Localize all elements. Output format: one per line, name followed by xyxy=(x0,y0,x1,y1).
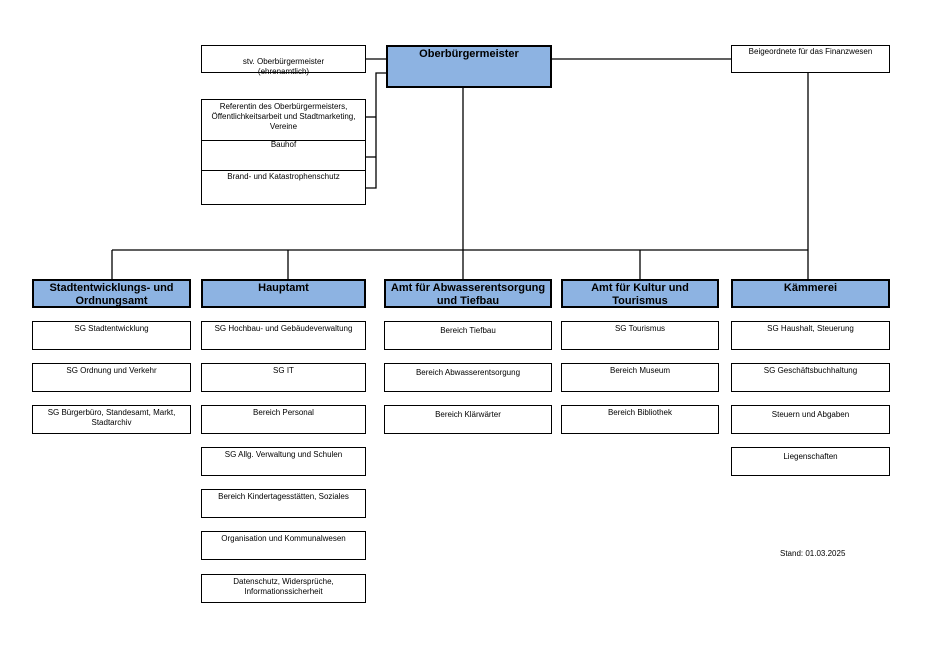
staff-divider-2 xyxy=(202,170,365,171)
finance-deputy-label: Beigeordnete für das Finanzwesen xyxy=(748,47,873,56)
stand-date: Stand: 01.03.2025 xyxy=(780,549,846,558)
unit-label: SG Ordnung und Verkehr xyxy=(66,366,157,375)
unit-label: SG Geschäftsbuchhaltung xyxy=(763,366,858,375)
finance-deputy-box: Beigeordnete für das Finanzwesen xyxy=(731,45,890,73)
unit-label: Steuern und Abgaben xyxy=(771,410,850,419)
dept-header-stadtentwicklung: Stadtentwicklungs- und Ordnungsamt xyxy=(32,279,191,308)
unit-box: SG Allg. Verwaltung und Schulen xyxy=(201,447,366,476)
unit-box: SG IT xyxy=(201,363,366,392)
unit-box: SG Tourismus xyxy=(561,321,719,350)
unit-box: SG Hochbau- und Gebäudeverwaltung xyxy=(201,321,366,350)
unit-label: SG Tourismus xyxy=(614,324,666,333)
unit-label: SG IT xyxy=(273,366,294,375)
unit-label: Bereich Bibliothek xyxy=(607,408,673,417)
unit-box: Liegenschaften xyxy=(731,447,890,476)
staff-unit-referentin: Referentin des Oberbürgermeisters, Öffen… xyxy=(202,102,365,132)
unit-label: Bereich Kindertagesstätten, Soziales xyxy=(218,492,349,501)
unit-label: Bereich Klärwärter xyxy=(435,410,501,419)
dept-header-label: Hauptamt xyxy=(258,282,309,294)
unit-label: SG Haushalt, Steuerung xyxy=(767,324,854,333)
unit-box: SG Geschäftsbuchhaltung xyxy=(731,363,890,392)
dept-header-label: Stadtentwicklungs- und Ordnungsamt xyxy=(49,282,174,307)
unit-box: Bereich Personal xyxy=(201,405,366,434)
unit-box: Bereich Abwasserentsorgung xyxy=(384,363,552,392)
deputy-mayor-label: stv. Oberbürgermeister (ehrenamtlich) xyxy=(242,57,325,76)
unit-label: Bereich Tiefbau xyxy=(440,326,496,335)
unit-box: SG Stadtentwicklung xyxy=(32,321,191,350)
unit-box: Steuern und Abgaben xyxy=(731,405,890,434)
unit-label: SG Stadtentwicklung xyxy=(74,324,149,333)
unit-label: Organisation und Kommunalwesen xyxy=(221,534,346,543)
mayor-box: Oberbürgermeister xyxy=(386,45,552,88)
staff-units-box: Referentin des Oberbürgermeisters, Öffen… xyxy=(201,99,366,205)
unit-box: Bereich Bibliothek xyxy=(561,405,719,434)
unit-box: Datenschutz, Widersprüche, Informationss… xyxy=(201,574,366,603)
unit-box: Bereich Museum xyxy=(561,363,719,392)
dept-header-abwasser: Amt für Abwasserentsorgung und Tiefbau xyxy=(384,279,552,308)
unit-label: Datenschutz, Widersprüche, Informationss… xyxy=(233,577,334,596)
unit-label: SG Allg. Verwaltung und Schulen xyxy=(224,450,343,459)
unit-label: SG Bürgerbüro, Standesamt, Markt, Stadta… xyxy=(47,408,176,427)
deputy-mayor-box: stv. Oberbürgermeister (ehrenamtlich) xyxy=(201,45,366,76)
connector-staff-bracket xyxy=(366,72,386,189)
unit-box: Bereich Kindertagesstätten, Soziales xyxy=(201,489,366,518)
staff-unit-brandschutz-label: Brand- und Katastrophenschutz xyxy=(227,172,340,181)
unit-box: SG Haushalt, Steuerung xyxy=(731,321,890,350)
unit-label: Bereich Personal xyxy=(253,408,314,417)
staff-unit-bauhof: Bauhof xyxy=(202,140,365,150)
staff-unit-brandschutz: Brand- und Katastrophenschutz xyxy=(202,172,365,182)
dept-header-kaemmerei: Kämmerei xyxy=(731,279,890,308)
unit-box: Bereich Tiefbau xyxy=(384,321,552,350)
mayor-label: Oberbürgermeister xyxy=(419,48,519,60)
dept-header-label: Amt für Abwasserentsorgung und Tiefbau xyxy=(390,282,546,307)
unit-label: Bereich Museum xyxy=(609,366,671,375)
unit-label: Bereich Abwasserentsorgung xyxy=(415,368,521,377)
dept-header-kultur: Amt für Kultur und Tourismus xyxy=(561,279,719,308)
unit-box: Bereich Klärwärter xyxy=(384,405,552,434)
staff-unit-referentin-label: Referentin des Oberbürgermeisters, Öffen… xyxy=(211,102,356,131)
dept-header-hauptamt: Hauptamt xyxy=(201,279,366,308)
dept-header-label: Amt für Kultur und Tourismus xyxy=(591,282,689,307)
unit-label: Liegenschaften xyxy=(783,452,838,461)
staff-unit-bauhof-label: Bauhof xyxy=(270,140,297,149)
unit-box: SG Ordnung und Verkehr xyxy=(32,363,191,392)
unit-box: SG Bürgerbüro, Standesamt, Markt, Stadta… xyxy=(32,405,191,434)
unit-label: SG Hochbau- und Gebäudeverwaltung xyxy=(214,324,353,333)
dept-header-label: Kämmerei xyxy=(783,282,838,294)
unit-box: Organisation und Kommunalwesen xyxy=(201,531,366,560)
staff-divider-1 xyxy=(202,140,365,141)
